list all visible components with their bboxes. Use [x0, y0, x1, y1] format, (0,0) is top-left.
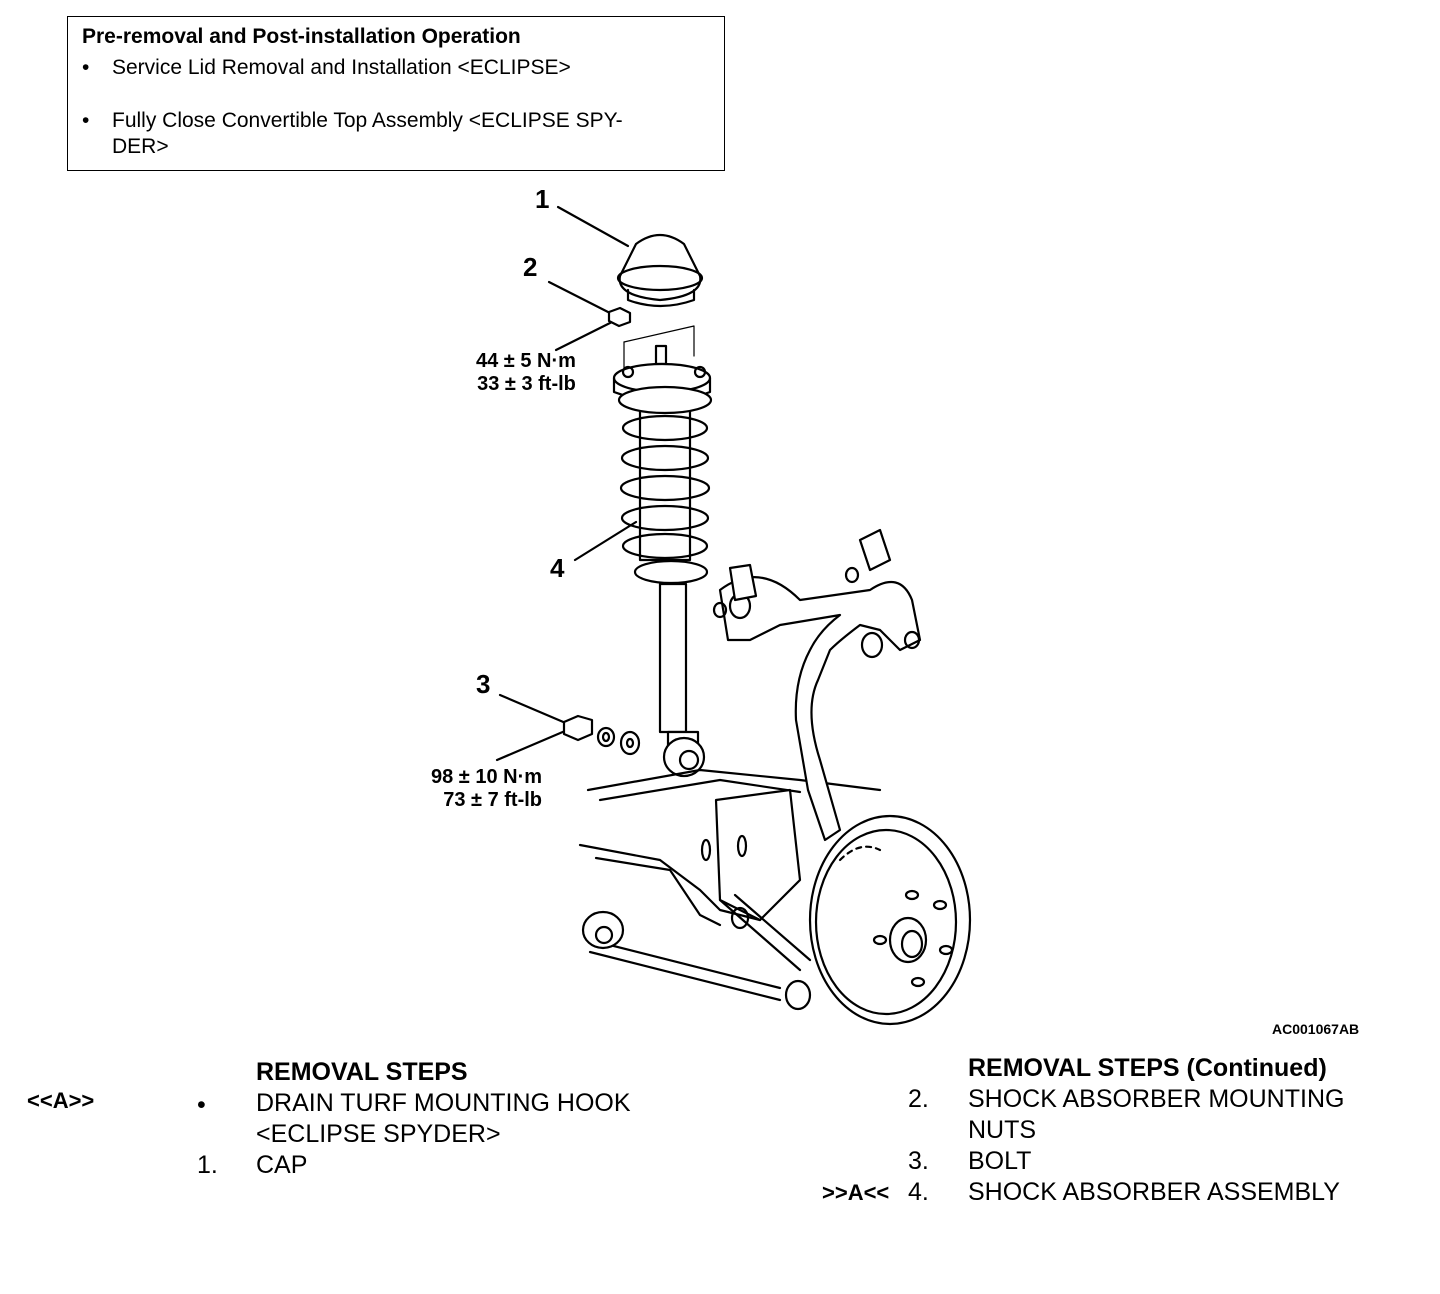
leader-line-3b — [495, 729, 567, 762]
pre-operation-item-text: Service Lid Removal and Installation <EC… — [112, 56, 571, 79]
removal-steps-header: REMOVAL STEPS — [256, 1058, 468, 1086]
bolt-part — [562, 714, 641, 756]
callout-1: 1 — [535, 184, 550, 214]
step-text: DRAIN TURF MOUNTING HOOK — [256, 1089, 631, 1117]
step-number: 2. — [908, 1085, 929, 1113]
step-text: CAP — [256, 1151, 308, 1179]
callout-4: 4 — [550, 553, 565, 583]
pre-operation-box: Pre-removal and Post-installation Operat… — [67, 16, 725, 171]
coil-spring — [617, 385, 713, 585]
torque-nut: 44 ± 5 N·m 33 ± 3 ft-lb — [476, 350, 576, 396]
ref-marker: <<A>> — [27, 1088, 95, 1113]
axle-beam — [578, 768, 882, 1011]
leader-line-2 — [547, 280, 612, 315]
callout-3: 3 — [476, 669, 491, 699]
step-number: 4. — [908, 1178, 929, 1206]
ref-marker: >>A<< — [822, 1180, 890, 1205]
leader-line-1 — [556, 205, 630, 248]
torque-nut-metric: 44 ± 5 N·m — [476, 350, 576, 372]
torque-nut-imperial: 33 ± 3 ft-lb — [477, 373, 576, 395]
cap-part — [616, 233, 704, 308]
step-text: BOLT — [968, 1147, 1032, 1175]
torque-bolt: 98 ± 10 N·m 73 ± 7 ft-lb — [431, 766, 542, 812]
shock-body — [658, 582, 706, 778]
removal-steps-continued-header: REMOVAL STEPS (Continued) — [968, 1054, 1327, 1082]
pre-operation-item-text-line2: DER> — [112, 135, 169, 158]
leader-line-2b — [554, 320, 614, 352]
step-text: SHOCK ABSORBER ASSEMBLY — [968, 1178, 1340, 1206]
step-text-line2: NUTS — [968, 1116, 1037, 1144]
step-number: • — [197, 1091, 206, 1119]
step-text-line2: <ECLIPSE SPYDER> — [256, 1120, 501, 1148]
leader-line-3 — [498, 693, 570, 726]
bullet: • — [82, 56, 90, 79]
step-text: SHOCK ABSORBER MOUNTING — [968, 1085, 1345, 1113]
pre-operation-title: Pre-removal and Post-installation Operat… — [82, 25, 521, 48]
bullet: • — [82, 109, 90, 132]
torque-bolt-imperial: 73 ± 7 ft-lb — [443, 789, 543, 811]
step-number: 1. — [197, 1151, 218, 1179]
pre-operation-item-text: Fully Close Convertible Top Assembly <EC… — [112, 109, 623, 132]
nut-part — [607, 306, 632, 328]
guide-line — [623, 325, 695, 357]
torque-bolt-metric: 98 ± 10 N·m — [431, 766, 543, 788]
trailing-arm — [712, 528, 922, 842]
leader-line-4 — [573, 520, 638, 562]
callout-2: 2 — [523, 252, 538, 282]
brake-drum — [808, 814, 972, 1026]
step-number: 3. — [908, 1147, 929, 1175]
figure-id: AC001067AB — [1272, 1021, 1360, 1037]
